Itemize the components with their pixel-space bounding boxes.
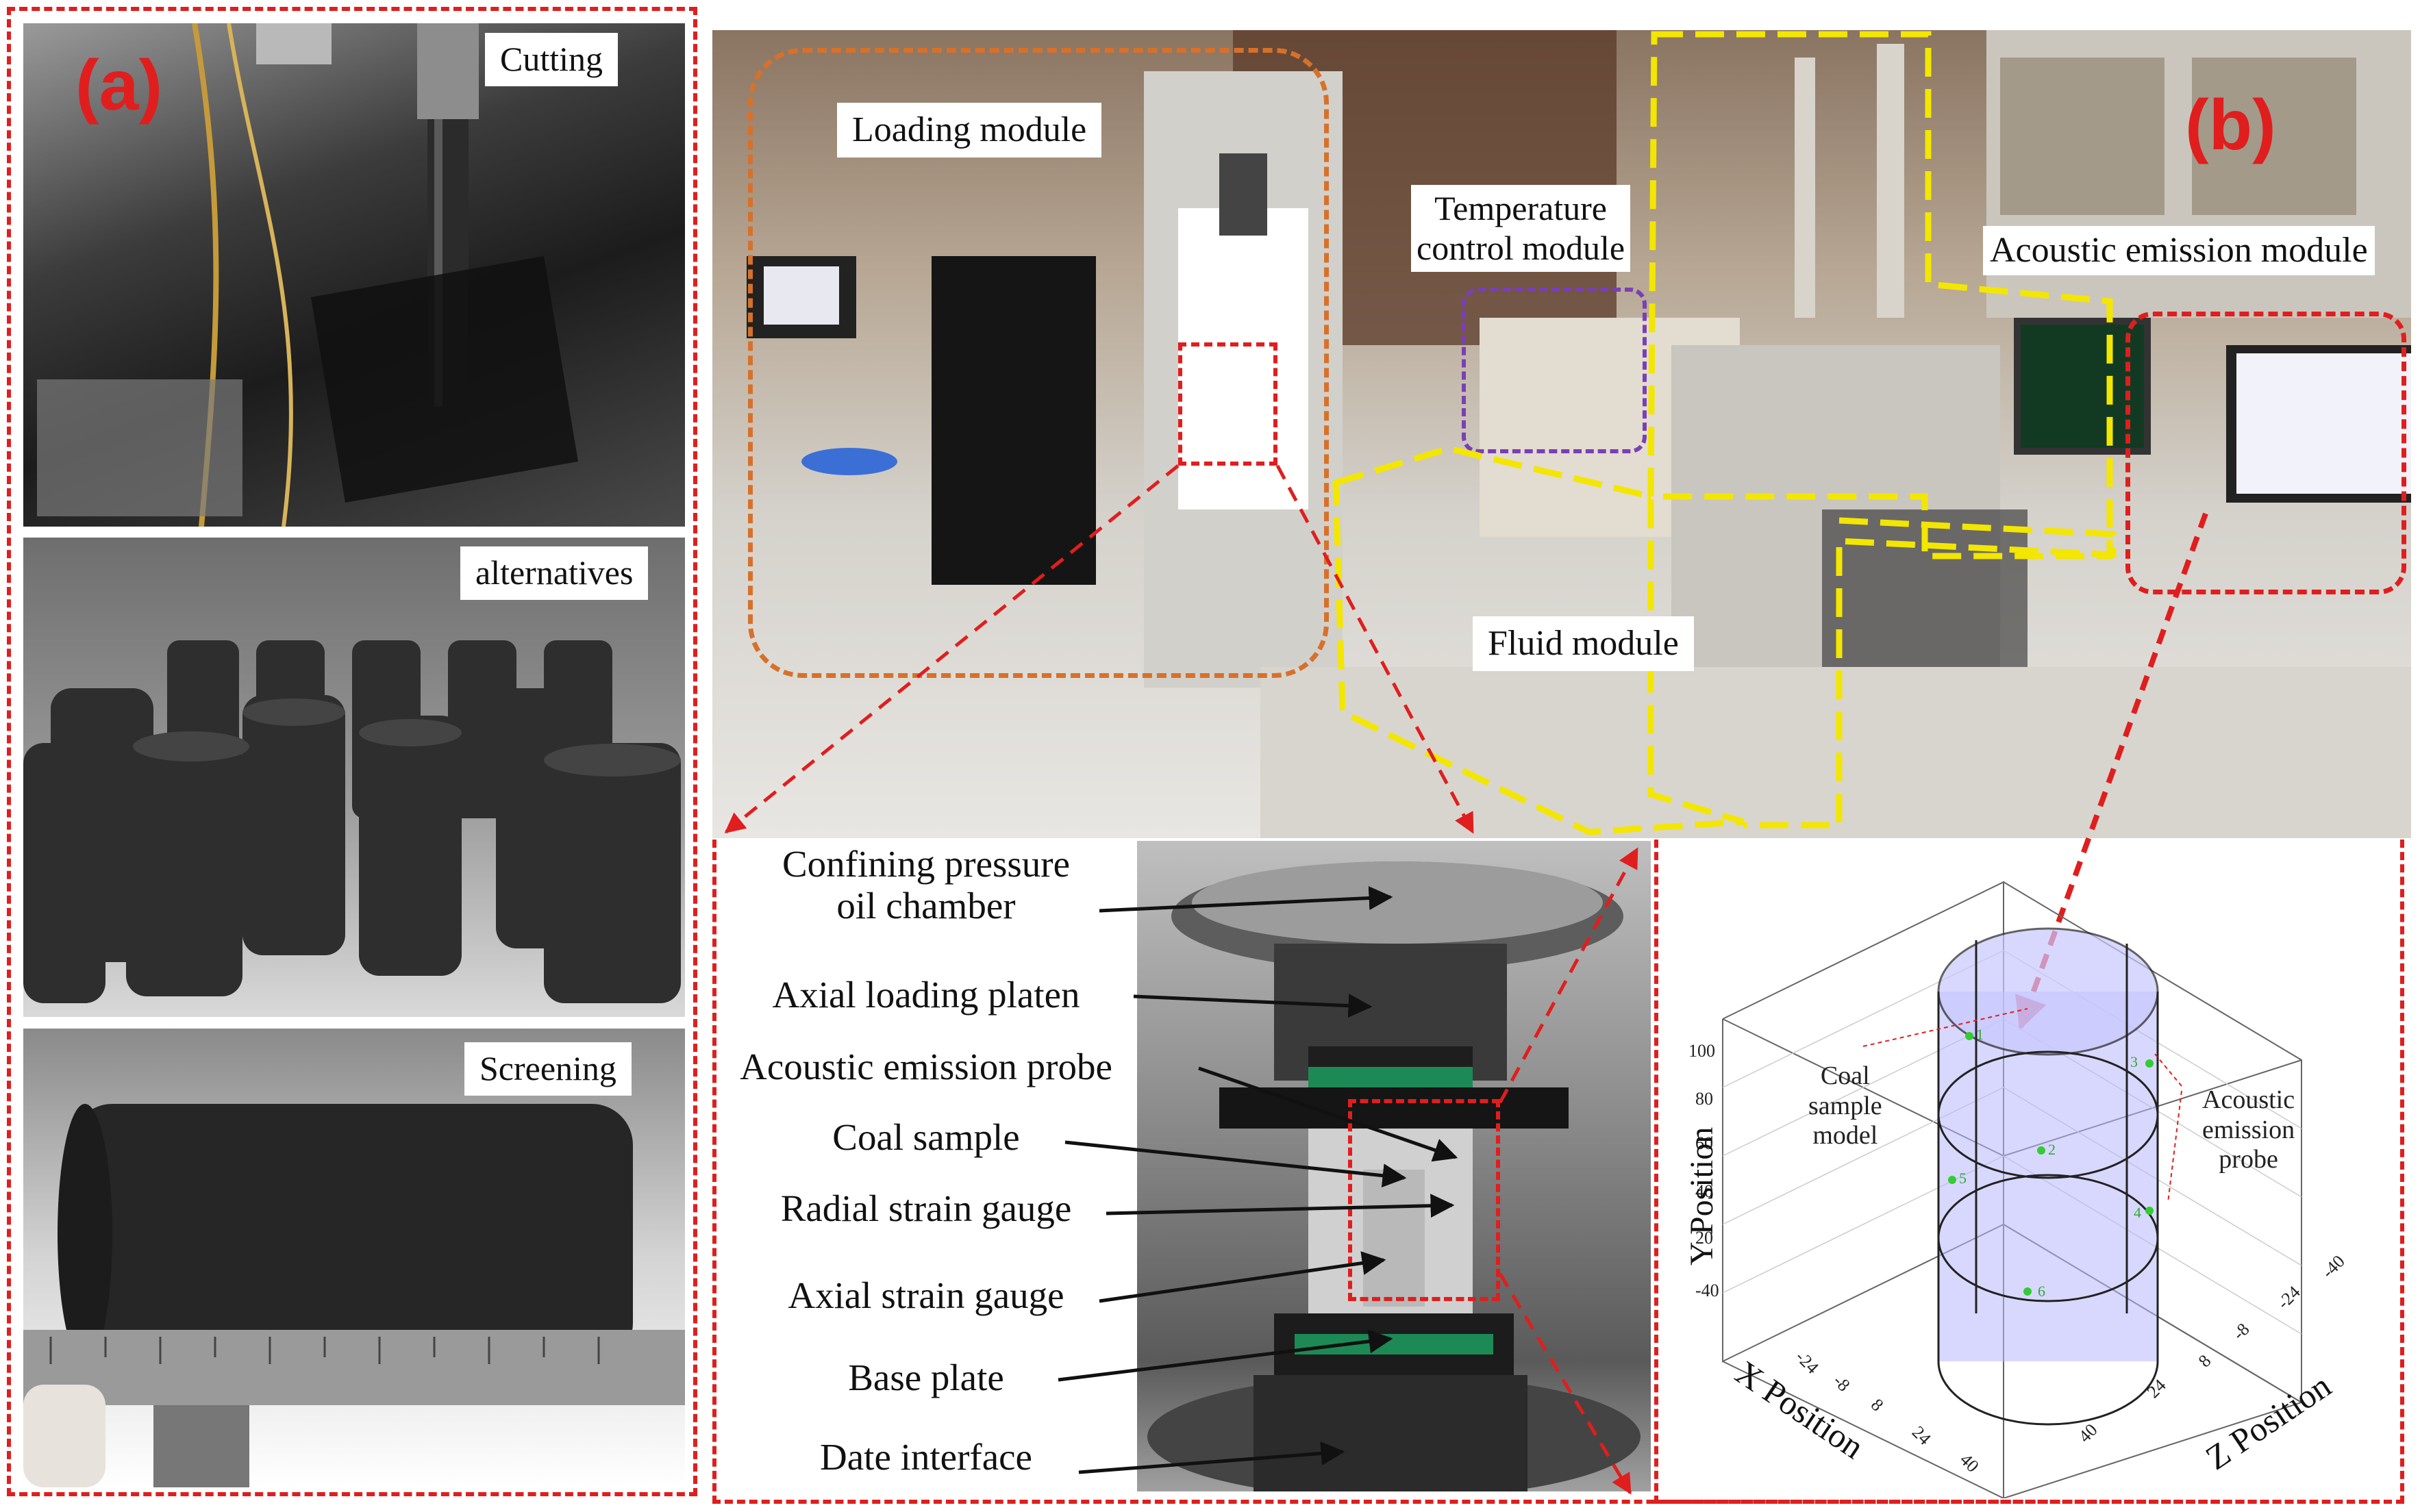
screening-scene (23, 1104, 685, 1487)
lab-scene (747, 30, 2411, 838)
svg-text:20: 20 (1695, 1228, 1713, 1248)
loading-module-frame (748, 48, 1329, 678)
acoustic-emission-probe-label: Acoustic emission probe (2202, 1085, 2295, 1174)
svg-text:-40: -40 (1695, 1281, 1719, 1300)
y-axis-title: Y Position (1684, 1127, 1720, 1265)
sample-highlight (1348, 1099, 1500, 1301)
acoustic-right-frame (1743, 517, 2117, 829)
svg-text:-24: -24 (1792, 1347, 1823, 1378)
probe-num-5: 5 (1959, 1170, 1967, 1187)
arrow-date-interface (1078, 1441, 1345, 1474)
loading-module-label: Loading module (837, 103, 1102, 158)
triaxial-cell-scene (1147, 861, 1641, 1491)
svg-text:-8: -8 (2229, 1319, 2254, 1344)
svg-text:8: 8 (2195, 1351, 2215, 1372)
probe-points (1948, 1032, 2154, 1296)
zoom-line-middle (1275, 464, 1475, 834)
temperature-module-frame (1462, 288, 1647, 453)
callout-date-interface: Date interface (820, 1436, 1032, 1478)
panel-b-letter: (b) (2185, 86, 2276, 165)
svg-text:24: 24 (2143, 1375, 2170, 1402)
acoustic-stand-frame (1647, 31, 2113, 559)
alternatives-photo (23, 538, 685, 1017)
callout-axial-loading-platen: Axial loading platen (772, 974, 1080, 1016)
svg-text:100: 100 (1688, 1041, 1715, 1061)
acoustic-module-frame (2125, 312, 2406, 594)
callout-axial-strain-gauge: Axial strain gauge (788, 1274, 1064, 1316)
screening-label: Screening (464, 1042, 632, 1096)
ae-3d-model: 1 2 3 4 5 6 100 80 60 40 20 -40 -24 -8 8… (1684, 881, 2349, 1498)
acoustic-module-label: Acoustic emission module (1983, 226, 2375, 275)
zoom-line-sample (1498, 1272, 1632, 1495)
probe-num-3: 3 (2130, 1053, 2138, 1070)
zoom-line-sample-top (1498, 847, 1639, 1104)
fluid-module-frame (1332, 445, 1745, 835)
loading-platen-highlight (1178, 342, 1277, 466)
arrow-axial-loading-platen (1133, 994, 1373, 1018)
coal-sample-model-label: Coal sample model (1808, 1061, 1882, 1150)
probe-num-2: 2 (2048, 1141, 2056, 1158)
fluid-module-label: Fluid module (1473, 616, 1694, 671)
svg-text:8: 8 (1867, 1395, 1888, 1415)
lab-photo (712, 30, 2411, 838)
cutting-scene (37, 23, 578, 527)
arrow-radial-strain-gauge (1106, 1194, 1455, 1218)
temperature-module-label: Temperature control module (1411, 185, 1631, 272)
x-axis-title: X Position (1729, 1353, 1871, 1466)
svg-text:80: 80 (1695, 1089, 1713, 1109)
zoom-line-left (724, 464, 1180, 833)
alternatives-label: alternatives (460, 546, 649, 600)
svg-text:-24: -24 (2273, 1282, 2304, 1313)
ae-model-frame (1654, 840, 2404, 1504)
arrow-base-plate (1058, 1329, 1393, 1382)
panel-a-letter: (a) (75, 46, 163, 125)
svg-text:40: 40 (2075, 1420, 2101, 1446)
arrow-axial-strain-gauge (1099, 1251, 1386, 1303)
svg-text:40: 40 (1695, 1181, 1713, 1201)
probe-num-6: 6 (2038, 1283, 2045, 1300)
callout-radial-strain-gauge: Radial strain gauge (780, 1187, 1072, 1229)
callout-coal-sample: Coal sample (832, 1116, 1020, 1158)
cutting-photo (23, 23, 685, 527)
panel-a-frame (7, 7, 697, 1496)
detail-panel-frame (712, 840, 2404, 1504)
svg-text:24: 24 (1908, 1422, 1935, 1449)
svg-text:-40: -40 (2318, 1251, 2349, 1282)
coal-cylinders (23, 640, 681, 1003)
y-ticks: 100 80 60 40 20 -40 (1688, 1041, 1719, 1300)
svg-text:40: 40 (1956, 1450, 1983, 1476)
arrow-acoustic-emission-probe (1198, 1066, 1458, 1162)
callout-base-plate: Base plate (848, 1357, 1004, 1398)
probe-num-4: 4 (2134, 1204, 2141, 1221)
cylinder-model (1937, 927, 2159, 1426)
callout-acoustic-emission-probe: Acoustic emission probe (740, 1046, 1112, 1087)
callout-confining-pressure: Confining pressure oil chamber (782, 843, 1071, 927)
probe-num-1: 1 (1976, 1026, 1984, 1043)
svg-text:-8: -8 (1830, 1371, 1854, 1396)
svg-text:60: 60 (1695, 1133, 1713, 1153)
screening-photo (23, 1029, 685, 1487)
arrow-coal-sample (1064, 1140, 1407, 1188)
arrow-confining-pressure (1099, 886, 1393, 913)
cutting-label: Cutting (485, 33, 619, 86)
